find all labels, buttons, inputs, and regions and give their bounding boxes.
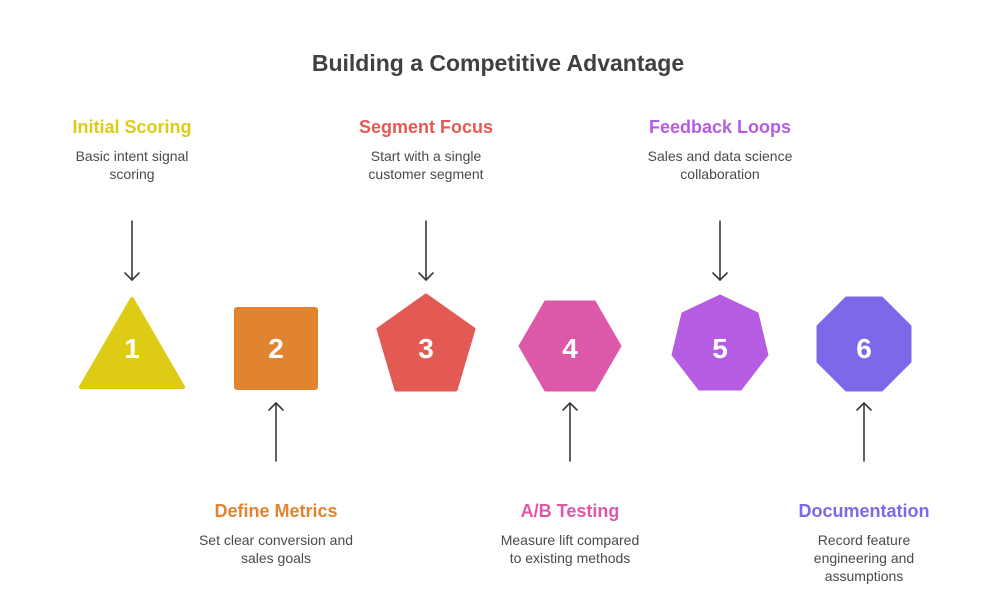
step-1-arrow-icon bbox=[124, 220, 140, 281]
step-1-description: Basic intent signal scoring bbox=[32, 147, 232, 183]
step-5-description: Sales and data science collaboration bbox=[620, 147, 820, 183]
step-1-description-line: scoring bbox=[109, 166, 155, 182]
step-4-label: A/B Testing Measure lift compared to exi… bbox=[470, 499, 670, 567]
step-6-description-line: assumptions bbox=[824, 568, 904, 584]
step-1-triangle-shape bbox=[79, 297, 185, 389]
step-5-number: 5 bbox=[712, 333, 728, 364]
step-4-description-line: Measure lift compared bbox=[500, 532, 640, 548]
step-4-heading: A/B Testing bbox=[520, 501, 620, 521]
step-3-description: Start with a single customer segment bbox=[326, 147, 526, 183]
step-1-description-line: Basic intent signal bbox=[75, 148, 189, 164]
step-3-pentagon-shape bbox=[376, 293, 476, 392]
step-2-description: Set clear conversion and sales goals bbox=[176, 531, 376, 567]
step-2-number: 2 bbox=[268, 333, 284, 364]
step-3-label: Segment Focus Start with a single custom… bbox=[326, 115, 526, 183]
step-4-arrow-icon bbox=[562, 402, 578, 462]
step-6-arrow-icon bbox=[856, 402, 872, 462]
step-6-description-line: engineering and bbox=[813, 550, 915, 566]
step-6-heading: Documentation bbox=[798, 501, 930, 521]
step-1-label: Initial Scoring Basic intent signal scor… bbox=[32, 115, 232, 183]
step-4-number: 4 bbox=[562, 333, 578, 364]
diagram-title: Building a Competitive Advantage bbox=[311, 50, 685, 76]
step-5-description-line: Sales and data science bbox=[647, 148, 793, 164]
step-2-square-shape bbox=[234, 307, 318, 390]
step-4-description-line: to existing methods bbox=[509, 550, 631, 566]
step-3-heading: Segment Focus bbox=[358, 117, 494, 137]
step-2-label: Define Metrics Set clear conversion and … bbox=[176, 499, 376, 567]
step-3-arrow-icon bbox=[418, 220, 434, 281]
step-6-label: Documentation Record feature engineering… bbox=[764, 499, 964, 585]
step-6-number: 6 bbox=[856, 333, 872, 364]
step-2-arrow-icon bbox=[268, 402, 284, 462]
step-5-label: Feedback Loops Sales and data science co… bbox=[620, 115, 820, 183]
step-5-heading: Feedback Loops bbox=[648, 117, 792, 137]
step-5-description-line: collaboration bbox=[680, 166, 760, 182]
step-1-number: 1 bbox=[124, 333, 140, 364]
step-1-heading: Initial Scoring bbox=[72, 117, 192, 137]
step-2-heading: Define Metrics bbox=[214, 501, 338, 521]
step-4-hexagon-shape bbox=[518, 300, 622, 392]
step-6-description-line: Record feature bbox=[817, 532, 911, 548]
step-3-description-line: customer segment bbox=[368, 166, 484, 182]
step-2-description-line: sales goals bbox=[240, 550, 312, 566]
step-3-number: 3 bbox=[418, 333, 434, 364]
step-5-arrow-icon bbox=[712, 220, 728, 281]
step-2-description-line: Set clear conversion and bbox=[198, 532, 354, 548]
step-4-description: Measure lift compared to existing method… bbox=[470, 531, 670, 567]
step-6-description: Record feature engineering and assumptio… bbox=[764, 531, 964, 585]
step-3-description-line: Start with a single bbox=[370, 148, 482, 164]
step-5-heptagon-shape bbox=[671, 294, 769, 391]
step-6-octagon-shape bbox=[816, 296, 912, 392]
